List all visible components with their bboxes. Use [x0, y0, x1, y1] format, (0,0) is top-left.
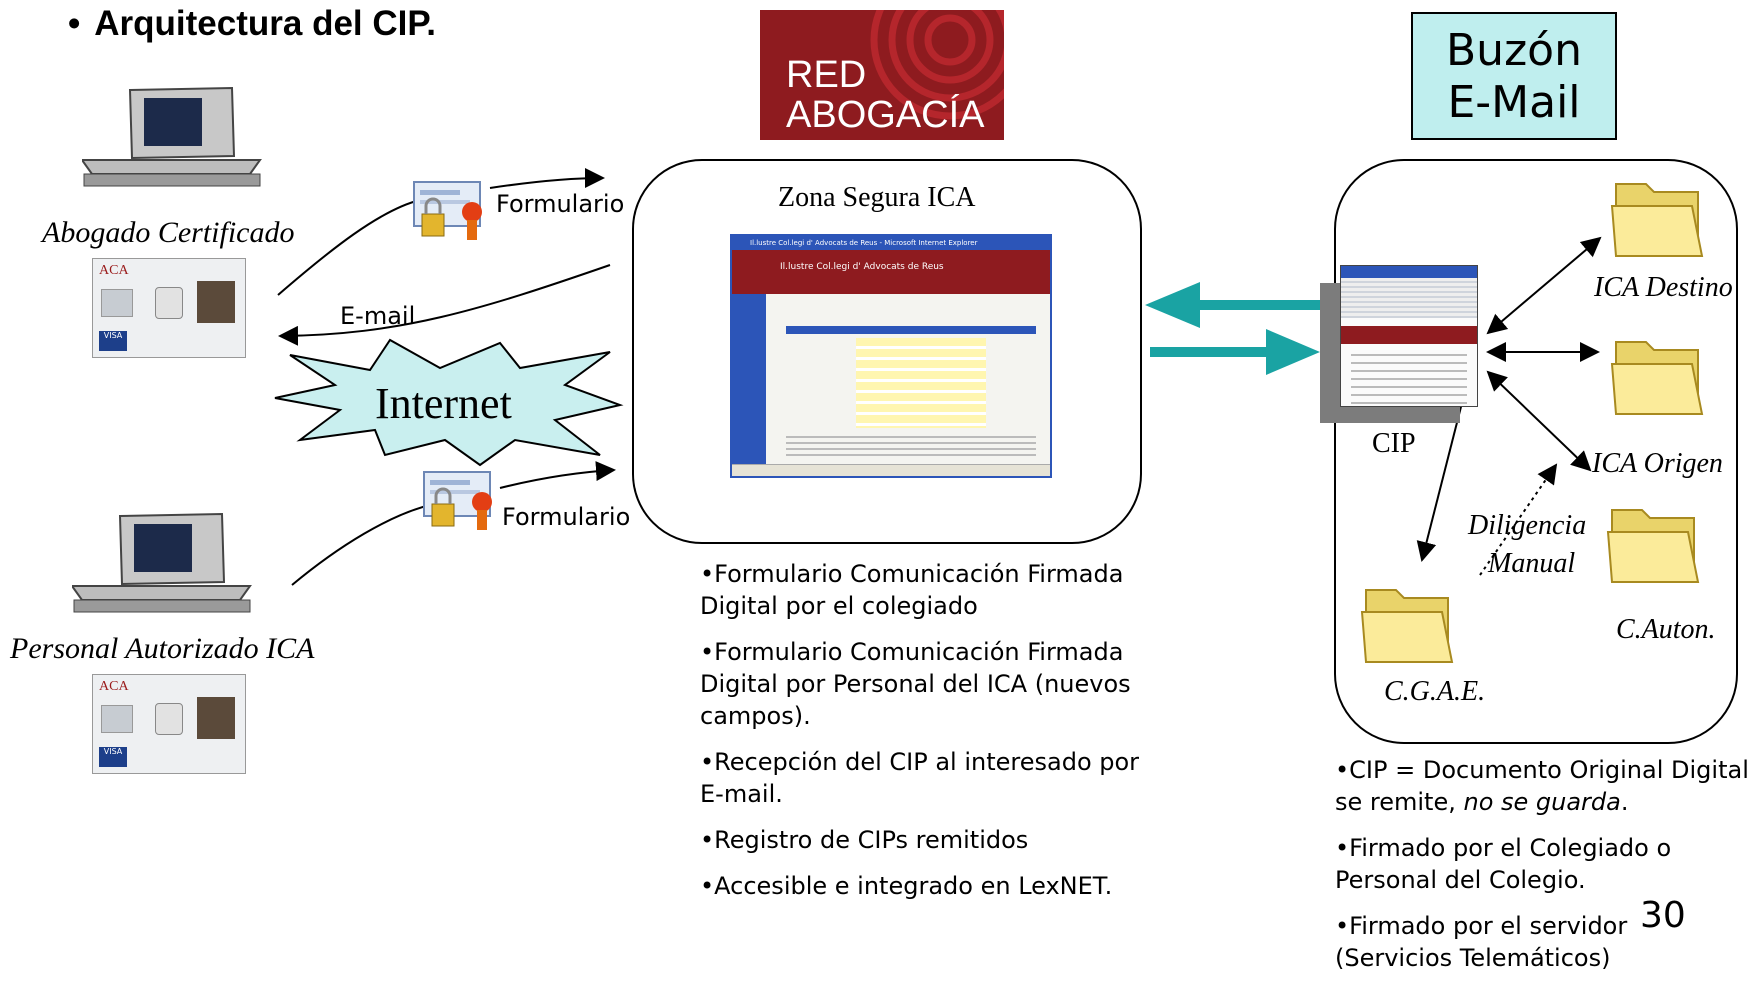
staff-to-form-curve: [291, 504, 431, 586]
cip-to-auton-arrow: [1486, 370, 1592, 472]
zone-bullet-list: •Formulario Comunicación Firmada Digital…: [700, 558, 1140, 916]
internet-label: Internet: [375, 379, 512, 428]
cip-doc-toolbar: [1341, 278, 1477, 318]
zone-bullet-1: •Formulario Comunicación Firmada Digital…: [700, 560, 1124, 620]
folder-auton-icon: [1606, 509, 1700, 583]
email-label: E-mail: [340, 302, 416, 330]
title-text: Arquitectura del CIP.: [94, 4, 436, 43]
mailbox-box: Buzón E-Mail: [1411, 12, 1617, 140]
visa-logo-icon: VISA: [99, 331, 127, 351]
card-seal-icon: [155, 703, 183, 735]
mailbox-line2: E-Mail: [1447, 77, 1581, 128]
signed-form-icon-top: [413, 181, 482, 240]
cip-bullet-3: •Firmado por el servidor (Servicios Tele…: [1335, 912, 1628, 972]
folder-dest-label: ICA Destino: [1594, 272, 1733, 303]
lawyer-id-card: ACA VISA: [92, 258, 246, 358]
form-label-bottom: Formulario: [502, 503, 631, 531]
folder-origin-icon: [1610, 341, 1704, 415]
cip-doc-banner: [1341, 326, 1477, 344]
staff-computer-icon: [72, 512, 252, 613]
logo-swirl-icon: [870, 10, 1004, 120]
folder-cgae-icon: [1360, 589, 1454, 663]
window-sidebar: [732, 294, 766, 474]
folder-origin-label: ICA Origen: [1592, 448, 1723, 479]
card-chip-icon: [101, 289, 133, 317]
lawyer-to-form-curve: [277, 199, 421, 296]
internet-cloud: [274, 338, 624, 467]
cip-bullet-list: •CIP = Documento Original Digital se rem…: [1335, 754, 1755, 988]
card-org-logo: ACA: [99, 679, 129, 694]
card-seal-icon: [155, 287, 183, 319]
cip-bullet-2: •Firmado por el Colegiado o Personal del…: [1335, 834, 1672, 894]
window-statusbar: [732, 464, 1050, 476]
transfer-arrows: [1145, 282, 1340, 375]
folder-dest-icon: [1610, 183, 1704, 257]
manual-dotted-arrow: [1479, 463, 1558, 576]
staff-label: Personal Autorizado ICA: [10, 632, 315, 665]
mailbox-line1: Buzón: [1446, 25, 1582, 76]
form-text-lines: [786, 436, 1036, 458]
card-org-logo: ACA: [99, 263, 129, 278]
card-photo: [197, 697, 235, 739]
page-number: 30: [1640, 895, 1686, 936]
title-bullet: •: [68, 4, 81, 43]
lawyer-computer-icon: [82, 84, 262, 188]
form-bottom-arrow: [499, 461, 616, 489]
lawyer-label: Abogado Certificado: [42, 216, 295, 249]
red-abogacia-logo: RED ABOGACÍA: [760, 10, 1004, 140]
logo-line2: ABOGACÍA: [786, 94, 985, 136]
cip-document-thumbnail: [1340, 265, 1478, 407]
zone-bullet-3: •Recepción del CIP al interesado por E-m…: [700, 748, 1140, 808]
form-header-bar: [786, 326, 1036, 334]
visa-logo-icon: VISA: [99, 747, 127, 767]
zone-screenshot-window: Il.lustre Col.legi d' Advocats de Reus -…: [730, 234, 1052, 478]
slide-title: • Arquitectura del CIP.: [68, 4, 436, 44]
manual-label-line1: Diligencia: [1468, 510, 1587, 541]
cip-bullet-1-text: •CIP = Documento Original Digital se rem…: [1335, 756, 1749, 816]
card-photo: [197, 281, 235, 323]
card-chip-icon: [101, 705, 133, 733]
form-label-top: Formulario: [496, 190, 625, 218]
cip-doc-label: CIP: [1372, 428, 1416, 459]
cip-bullet-1-emphasis: no se guarda: [1463, 788, 1621, 816]
signed-form-icon-bottom: [423, 471, 492, 530]
manual-label-line2: Manual: [1488, 548, 1576, 579]
window-header: Il.lustre Col.legi d' Advocats de Reus: [732, 250, 1050, 294]
form-top-arrow: [489, 168, 605, 189]
zone-bullet-4: •Registro de CIPs remitidos: [700, 826, 1029, 854]
cip-to-dest-arrow: [1486, 236, 1602, 335]
cip-bullet-1-end: .: [1620, 788, 1629, 816]
cip-doc-titlebar: [1341, 266, 1477, 278]
logo-line1: RED: [786, 54, 867, 96]
form-fields: [856, 338, 986, 428]
cip-bullet-1: •CIP = Documento Original Digital se rem…: [1335, 754, 1755, 818]
staff-id-card: ACA VISA: [92, 674, 246, 774]
folder-auton-label: C.Auton.: [1616, 614, 1716, 645]
window-titlebar: Il.lustre Col.legi d' Advocats de Reus -…: [732, 236, 1050, 250]
zone-bullet-5: •Accesible e integrado en LexNET.: [700, 872, 1113, 900]
folder-cgae-label: C.G.A.E.: [1384, 676, 1486, 707]
zone-bullet-2: •Formulario Comunicación Firmada Digital…: [700, 638, 1131, 730]
cip-doc-lines: [1351, 354, 1467, 404]
zone-title: Zona Segura ICA: [778, 182, 976, 213]
email-return-arrow: [278, 264, 611, 346]
